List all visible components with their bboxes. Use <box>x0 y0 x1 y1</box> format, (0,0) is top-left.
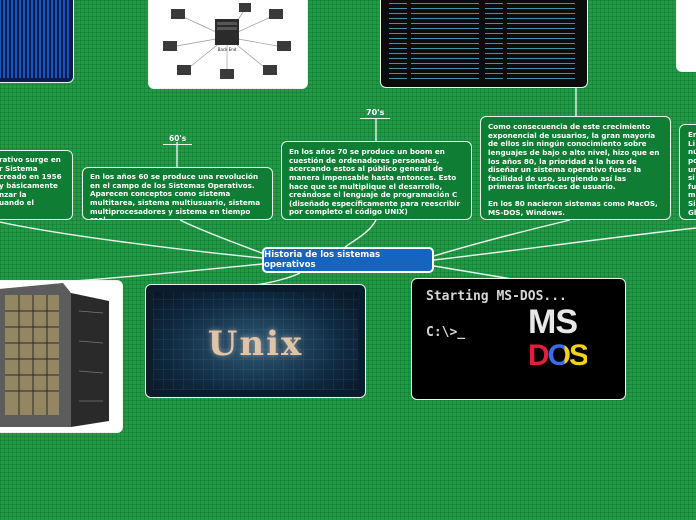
node-70s[interactable]: En los años 70 se produce un boom en cue… <box>281 141 472 220</box>
dos-line-1: Starting MS-DOS... <box>426 289 567 304</box>
node-right-text: En Li nú po un si fu m Si Gl <box>688 130 696 217</box>
node-60s-text: En los años 60 se produce una revolución… <box>90 172 261 220</box>
link-left <box>0 221 263 259</box>
image-server-diagram: Back End <box>148 0 308 89</box>
central-topic[interactable]: Historia de los sistemas operativos <box>262 247 434 273</box>
node-80s-text-2: En los 80 nacieron sistemas como MacOS, … <box>488 199 658 217</box>
node-right-partial[interactable]: En Li nú po un si fu m Si Gl <box>679 124 696 220</box>
node-80s[interactable]: Como consecuencia de este crecimiento ex… <box>480 116 671 220</box>
node-60s[interactable]: En los años 60 se produce una revolución… <box>82 167 273 220</box>
node-80s-text-1: Como consecuencia de este crecimiento ex… <box>488 122 660 192</box>
link-60s <box>179 219 271 257</box>
central-topic-label: Historia de los sistemas operativos <box>264 250 381 270</box>
image-mainframe <box>0 280 123 433</box>
image-digital-fragment <box>0 0 74 83</box>
tag-70s[interactable]: 70's <box>360 108 391 119</box>
image-right-fragment <box>676 0 696 72</box>
dos-logo-text: DOS <box>528 339 589 372</box>
server-label: Back End <box>218 47 237 52</box>
unix-wordmark: Unix <box>207 324 304 364</box>
link-70s <box>344 219 377 248</box>
image-terminal-options <box>380 0 588 88</box>
ms-logo-text: MS <box>528 303 578 341</box>
node-70s-text: En los años 70 se produce un boom en cue… <box>289 147 461 217</box>
tag-60s[interactable]: 60's <box>163 134 193 145</box>
image-unix: Unix <box>145 284 366 398</box>
image-msdos: Starting MS-DOS... C:\>_ MS DOS <box>411 278 626 400</box>
node-left-partial[interactable]: rativo surge en r Sistema creado en 1956… <box>0 150 73 220</box>
link-80s <box>433 219 571 257</box>
link-right <box>433 227 696 261</box>
dos-line-2: C:\>_ <box>426 325 466 340</box>
node-left-text: rativo surge en r Sistema creado en 1956… <box>0 155 62 208</box>
